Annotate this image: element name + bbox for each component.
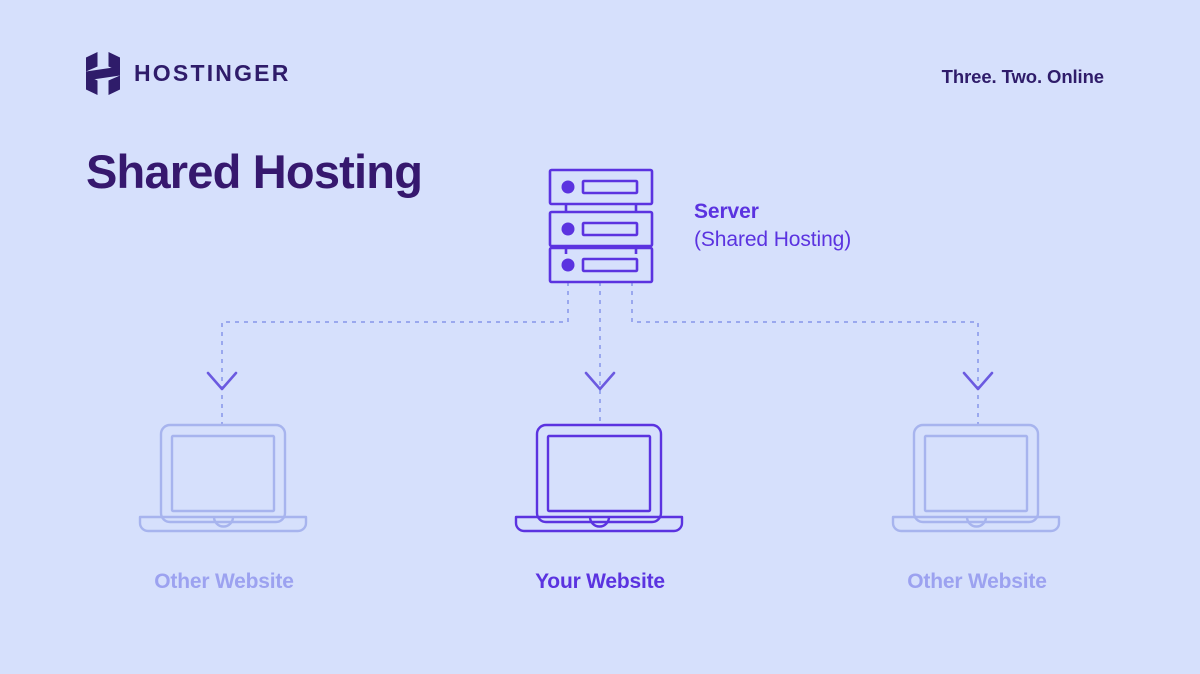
laptop-icon-center — [514, 423, 684, 533]
node-label-your-website: Your Website — [535, 570, 665, 593]
server-caption: Server (Shared Hosting) — [694, 198, 851, 253]
laptop-icon-left — [138, 423, 308, 533]
connector-lines — [221, 282, 979, 424]
arrow-heads — [206, 371, 994, 391]
server-caption-subtitle: (Shared Hosting) — [694, 227, 852, 251]
tagline: Three. Two. Online — [941, 66, 1104, 87]
node-label-other-website-left: Other Website — [154, 570, 294, 593]
node-label-other-website-right: Other Website — [907, 570, 1047, 593]
arrow-left — [206, 371, 238, 391]
laptop-icon-right — [891, 423, 1061, 533]
brand-logo: HOSTINGER — [86, 52, 291, 95]
server-rack-icon — [548, 168, 654, 284]
page-title: Shared Hosting — [86, 145, 423, 198]
hostinger-h-mark-icon — [86, 52, 120, 95]
server-caption-title: Server — [694, 200, 759, 223]
arrow-right — [962, 371, 994, 391]
arrow-center — [584, 371, 616, 391]
brand-name: HOSTINGER — [134, 60, 291, 86]
